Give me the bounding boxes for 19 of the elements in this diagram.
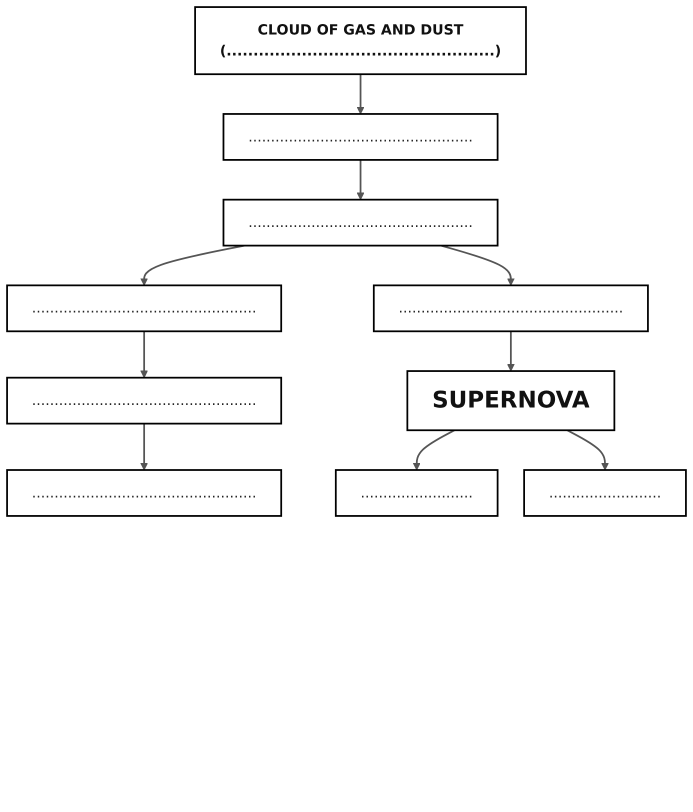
arrow xyxy=(412,429,455,470)
node-box: SUPERNOVA xyxy=(406,370,616,432)
arrow xyxy=(566,429,609,470)
node-box: ......................... xyxy=(523,469,687,517)
node-box: .................................................. xyxy=(6,469,282,517)
node-box: .................................................. xyxy=(372,284,649,332)
arrow xyxy=(140,244,245,286)
node-box: .................................................. xyxy=(222,113,498,161)
node-box: .................................................. xyxy=(6,284,282,332)
node-box: ......................... xyxy=(334,469,498,517)
node-box: .................................................. xyxy=(222,198,498,246)
arrow xyxy=(356,160,364,200)
arrow xyxy=(356,74,364,114)
arrow xyxy=(140,424,148,470)
node-box: CLOUD OF GAS AND DUST (..................................................) xyxy=(194,6,527,76)
node-box: .................................................. xyxy=(6,376,282,424)
arrow xyxy=(440,244,515,286)
arrow xyxy=(140,331,148,378)
arrow xyxy=(506,331,515,372)
